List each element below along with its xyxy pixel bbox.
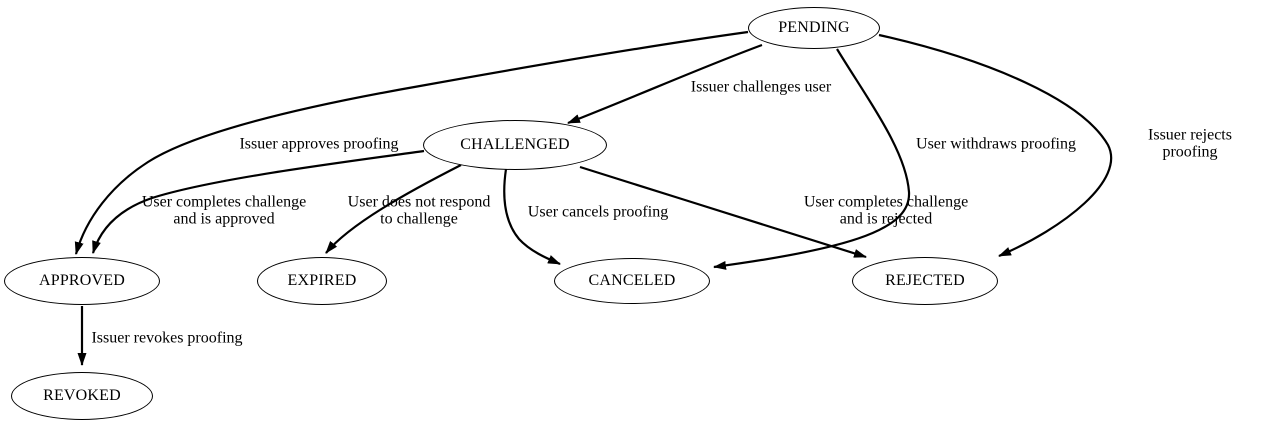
edge-label-user-cancels-proofing: User cancels proofing xyxy=(527,203,669,221)
edge-label-user-withdraws-proofing: User withdraws proofing xyxy=(916,135,1076,153)
edge-challenged-canceled xyxy=(503,168,561,266)
edge-pending-canceled xyxy=(713,48,911,270)
edge-label-user-completes-challenge-rejected: User completes challenge and is rejected xyxy=(803,193,969,228)
node-expired: EXPIRED xyxy=(257,257,387,305)
node-pending: PENDING xyxy=(748,7,880,49)
edge-challenged-expired xyxy=(325,164,462,254)
edge-pending-approved xyxy=(74,30,749,255)
edge-challenged-rejected xyxy=(579,165,867,259)
edge-pending-challenged xyxy=(567,43,763,125)
edge-label-user-does-not-respond: User does not respond to challenge xyxy=(347,193,491,228)
edge-challenged-approved xyxy=(91,149,425,254)
node-revoked: REVOKED xyxy=(11,372,153,420)
edge-label-issuer-approves-proofing: Issuer approves proofing xyxy=(239,135,399,153)
edge-pending-rejected xyxy=(878,33,1113,258)
node-rejected: REJECTED xyxy=(852,257,998,305)
node-challenged: CHALLENGED xyxy=(423,120,607,170)
node-approved: APPROVED xyxy=(4,257,160,305)
edge-label-issuer-challenges-user: Issuer challenges user xyxy=(690,78,832,96)
edge-label-issuer-revokes-proofing: Issuer revokes proofing xyxy=(91,329,243,347)
edge-label-user-completes-challenge-approved: User completes challenge and is approved xyxy=(141,193,307,228)
edge-label-issuer-rejects-proofing: Issuer rejects proofing xyxy=(1148,126,1232,161)
node-canceled: CANCELED xyxy=(554,258,710,304)
